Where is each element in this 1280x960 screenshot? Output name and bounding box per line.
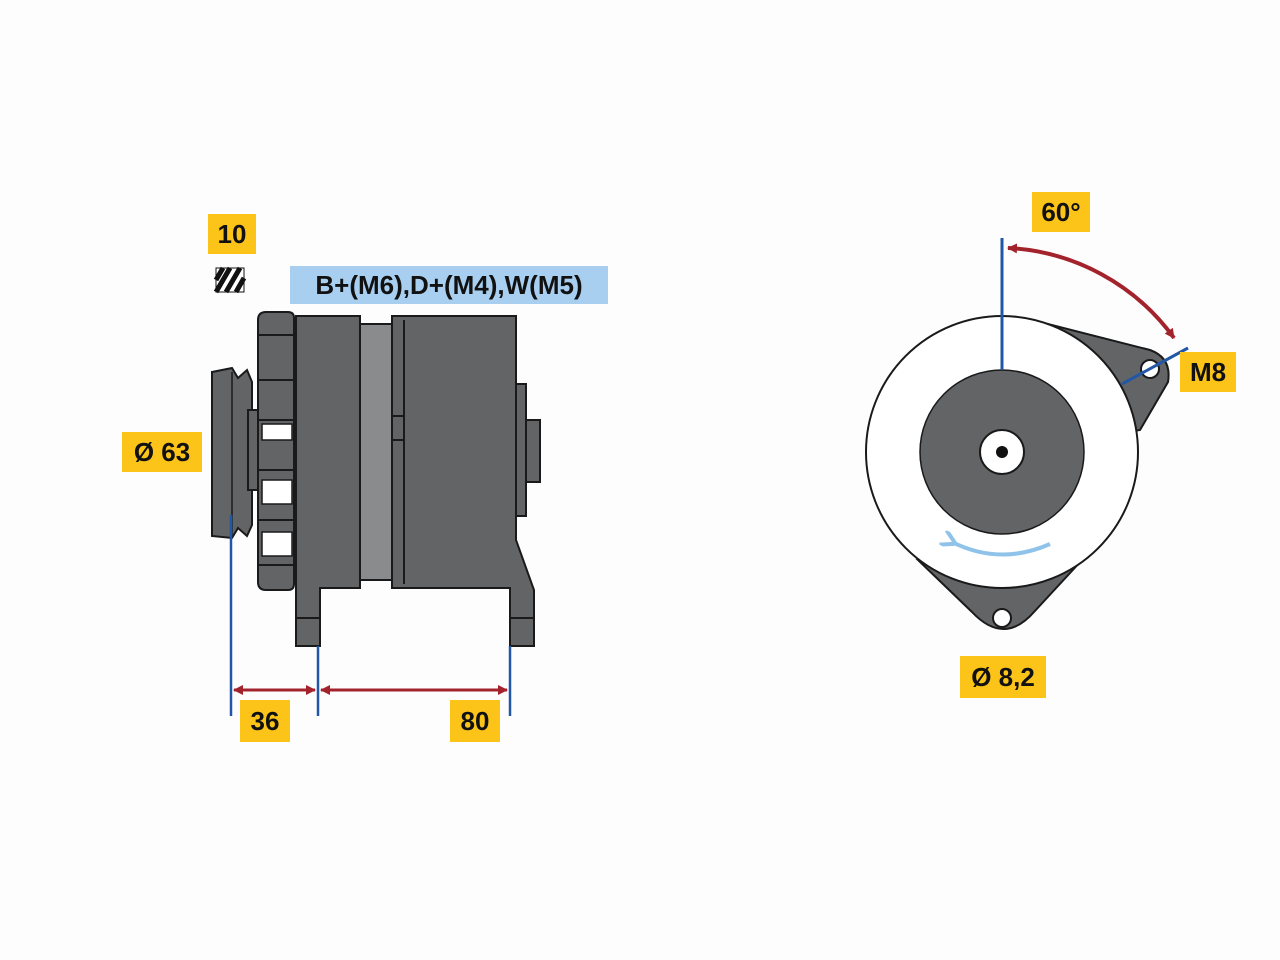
pulley-diameter-label: Ø 63 <box>122 432 202 472</box>
hole-diameter-label: Ø 8,2 <box>960 656 1046 698</box>
quantity-label: 10 <box>208 214 256 254</box>
rear-housing <box>391 315 535 647</box>
side-view <box>211 266 541 716</box>
stator <box>359 323 393 581</box>
dimension-80-label: 80 <box>450 700 500 742</box>
fan <box>257 311 295 591</box>
m8-axis-line <box>1121 346 1189 386</box>
front-housing <box>295 315 361 647</box>
front-view <box>865 238 1189 630</box>
hatched-square-icon <box>213 266 247 294</box>
dimension-36-label: 36 <box>240 700 290 742</box>
angle-label: 60° <box>1032 192 1090 232</box>
rear-terminal <box>515 383 541 517</box>
mount-hole <box>992 608 1012 628</box>
terminals-label: B+(M6),D+(M4),W(M5) <box>290 266 608 304</box>
pulley <box>211 366 261 540</box>
rotation-arrow <box>952 542 1051 557</box>
angle-arc <box>1007 243 1176 340</box>
thread-label: M8 <box>1180 352 1236 392</box>
